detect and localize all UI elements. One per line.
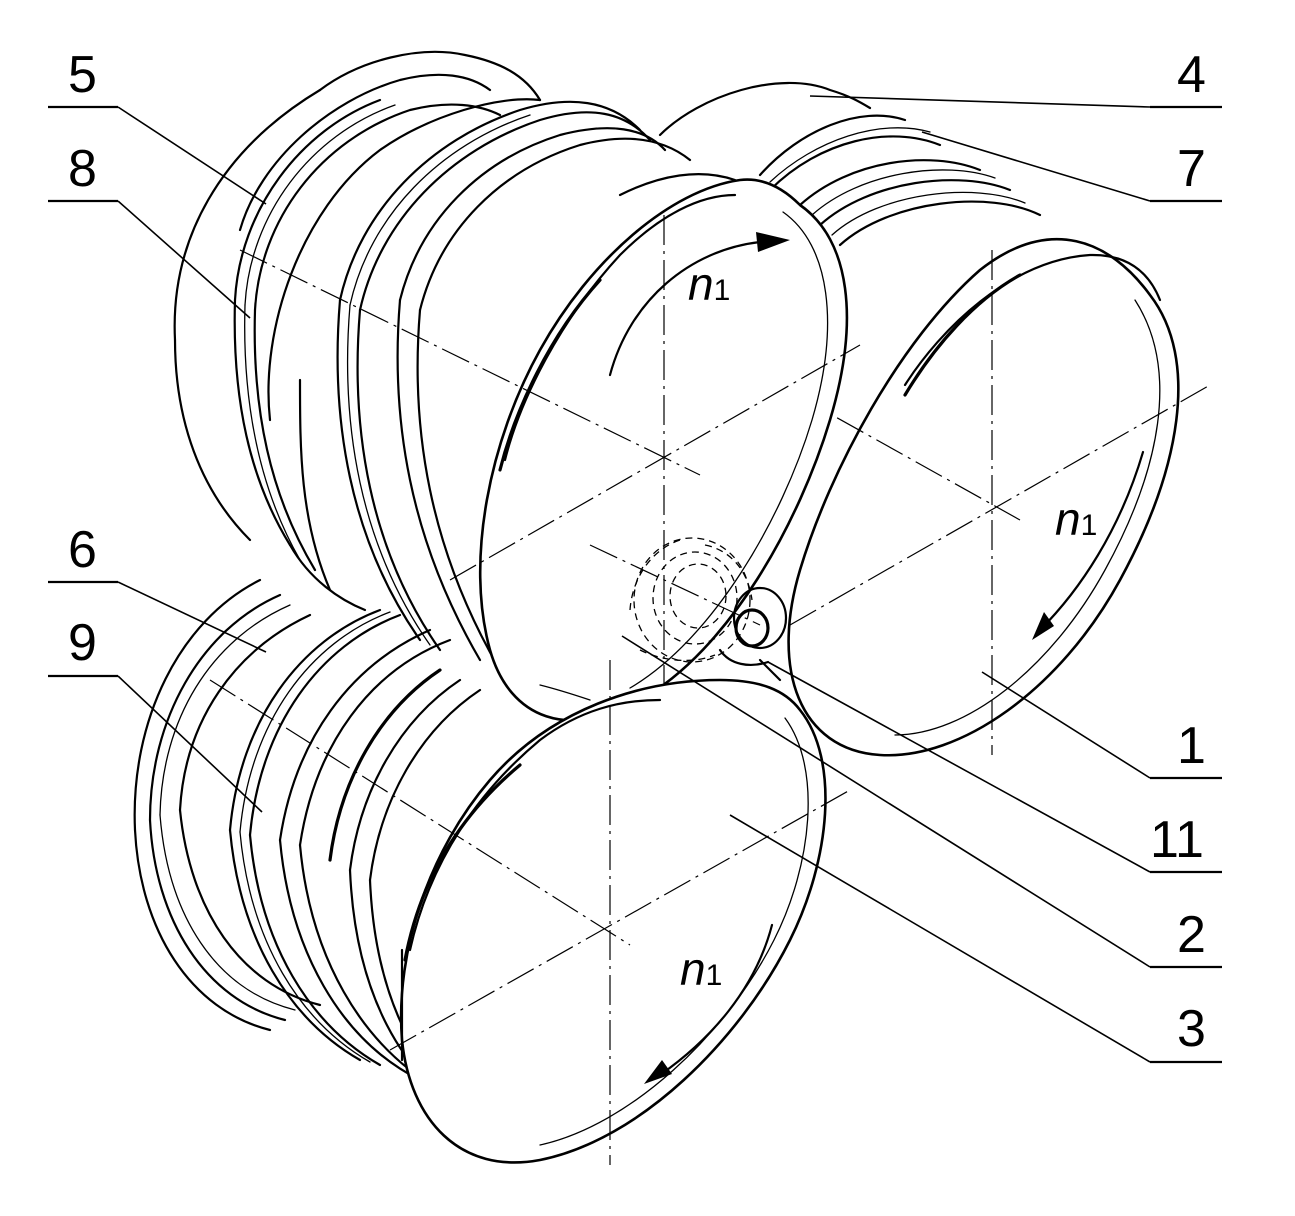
callout-2: 2 <box>621 635 1222 969</box>
rotation-symbol: n <box>688 258 714 310</box>
callout-8: 8 <box>48 140 251 319</box>
callout-3: 3 <box>729 814 1222 1064</box>
rotation-label-lower: n1 <box>680 943 722 995</box>
callout-4: 4 <box>809 46 1222 109</box>
workpiece <box>718 586 788 682</box>
label-3: 3 <box>1177 1000 1206 1058</box>
roll-lower <box>133 578 851 1165</box>
rotation-symbol: n <box>680 943 706 995</box>
rotation-subscript: 1 <box>706 959 723 992</box>
callout-11: 11 <box>767 661 1222 874</box>
callout-6: 6 <box>48 521 267 653</box>
rotation-label-right: n1 <box>1055 493 1097 545</box>
label-9: 9 <box>68 614 97 672</box>
roll-upper-right <box>658 81 1211 757</box>
label-2: 2 <box>1177 906 1206 964</box>
rotation-subscript: 1 <box>714 274 731 307</box>
label-11: 11 <box>1150 811 1204 869</box>
svg-text:n1: n1 <box>688 258 730 310</box>
svg-text:n1: n1 <box>1055 493 1097 545</box>
label-5: 5 <box>68 46 97 104</box>
roll-upper-left <box>173 50 861 722</box>
label-6: 6 <box>68 521 97 579</box>
label-8: 8 <box>68 140 97 198</box>
svg-text:n1: n1 <box>680 943 722 995</box>
hidden-detail <box>629 537 753 663</box>
label-7: 7 <box>1177 140 1206 198</box>
label-1: 1 <box>1177 717 1206 775</box>
callout-7: 7 <box>921 131 1222 203</box>
rotation-symbol: n <box>1055 493 1081 545</box>
rotation-label-upper-left: n1 <box>688 258 730 310</box>
callout-5: 5 <box>48 46 267 205</box>
callout-1: 1 <box>981 671 1222 780</box>
callout-9: 9 <box>48 614 263 813</box>
rotation-subscript: 1 <box>1081 509 1098 542</box>
label-4: 4 <box>1177 46 1206 104</box>
